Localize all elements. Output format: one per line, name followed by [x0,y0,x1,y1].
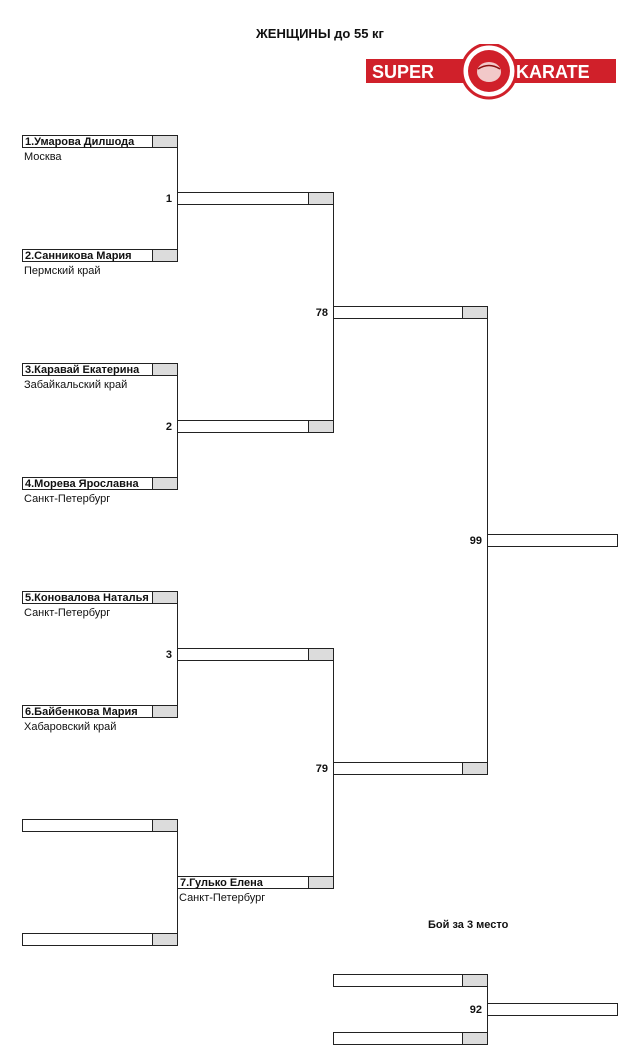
match-number-1: 1 [165,193,172,205]
participant-4-slot: 4.Морева Ярославна [22,477,178,490]
participant-1-name: 1.Умарова Дилшода [25,136,135,148]
score-cell [308,421,333,432]
participant-7-name: 7.Гулько Елена [180,877,263,889]
participant-5-name: 5.Коновалова Наталья [25,592,149,604]
svg-text:SUPER: SUPER [372,62,434,82]
match-number-99: 99 [469,535,482,547]
score-cell [152,820,177,831]
participant-2-region: Пермский край [24,265,101,277]
participant-7-region: Санкт-Петербург [179,892,266,904]
participant-3-slot: 3.Каравай Екатерина [22,363,178,376]
participant-1-region: Москва [24,151,62,163]
semifinal-slot-2 [333,762,488,775]
participant-6-name: 6.Байбенкова Мария [25,706,138,718]
third-place-winner-slot [487,1003,618,1016]
participant-7-slot: 7.Гулько Елена [177,876,334,889]
round2-slot-3 [177,648,334,661]
participant-5-slot: 5.Коновалова Наталья [22,591,178,604]
match-number-79: 79 [315,763,328,775]
participant-1-slot: 1.Умарова Дилшода [22,135,178,148]
participant-5-region: Санкт-Петербург [24,607,111,619]
score-cell [462,307,487,318]
super-karate-logo: SUPER KARATE [366,44,616,100]
match-number-3: 3 [165,649,172,661]
score-cell [308,649,333,660]
score-cell [152,934,177,945]
svg-text:KARATE: KARATE [516,62,590,82]
third-place-slot-2 [333,1032,488,1045]
empty-slot [22,933,178,946]
empty-slot [22,819,178,832]
score-cell [152,478,177,489]
round2-slot-2 [177,420,334,433]
score-cell [462,763,487,774]
participant-4-region: Санкт-Петербург [24,493,111,505]
match-number-92: 92 [469,1004,482,1016]
score-cell [308,877,333,888]
score-cell [152,706,177,717]
participant-3-region: Забайкальский край [24,379,128,391]
page-title: ЖЕНЩИНЫ до 55 кг [256,26,384,41]
third-place-slot-1 [333,974,488,987]
participant-3-name: 3.Каравай Екатерина [25,364,140,376]
final-winner-slot [487,534,618,547]
score-cell [308,193,333,204]
semifinal-slot-1 [333,306,488,319]
match-number-2: 2 [165,421,172,433]
participant-2-slot: 2.Санникова Мария [22,249,178,262]
match-number-78: 78 [315,307,328,319]
round2-slot-1 [177,192,334,205]
participant-2-name: 2.Санникова Мария [25,250,132,262]
participant-6-slot: 6.Байбенкова Мария [22,705,178,718]
score-cell [152,364,177,375]
participant-6-region: Хабаровский край [24,721,117,733]
third-place-caption: Бой за 3 место [428,919,509,931]
score-cell [462,1033,487,1044]
participant-4-name: 4.Морева Ярославна [25,478,139,490]
score-cell [152,250,177,261]
score-cell [462,975,487,986]
score-cell [152,136,177,147]
score-cell [152,592,177,603]
